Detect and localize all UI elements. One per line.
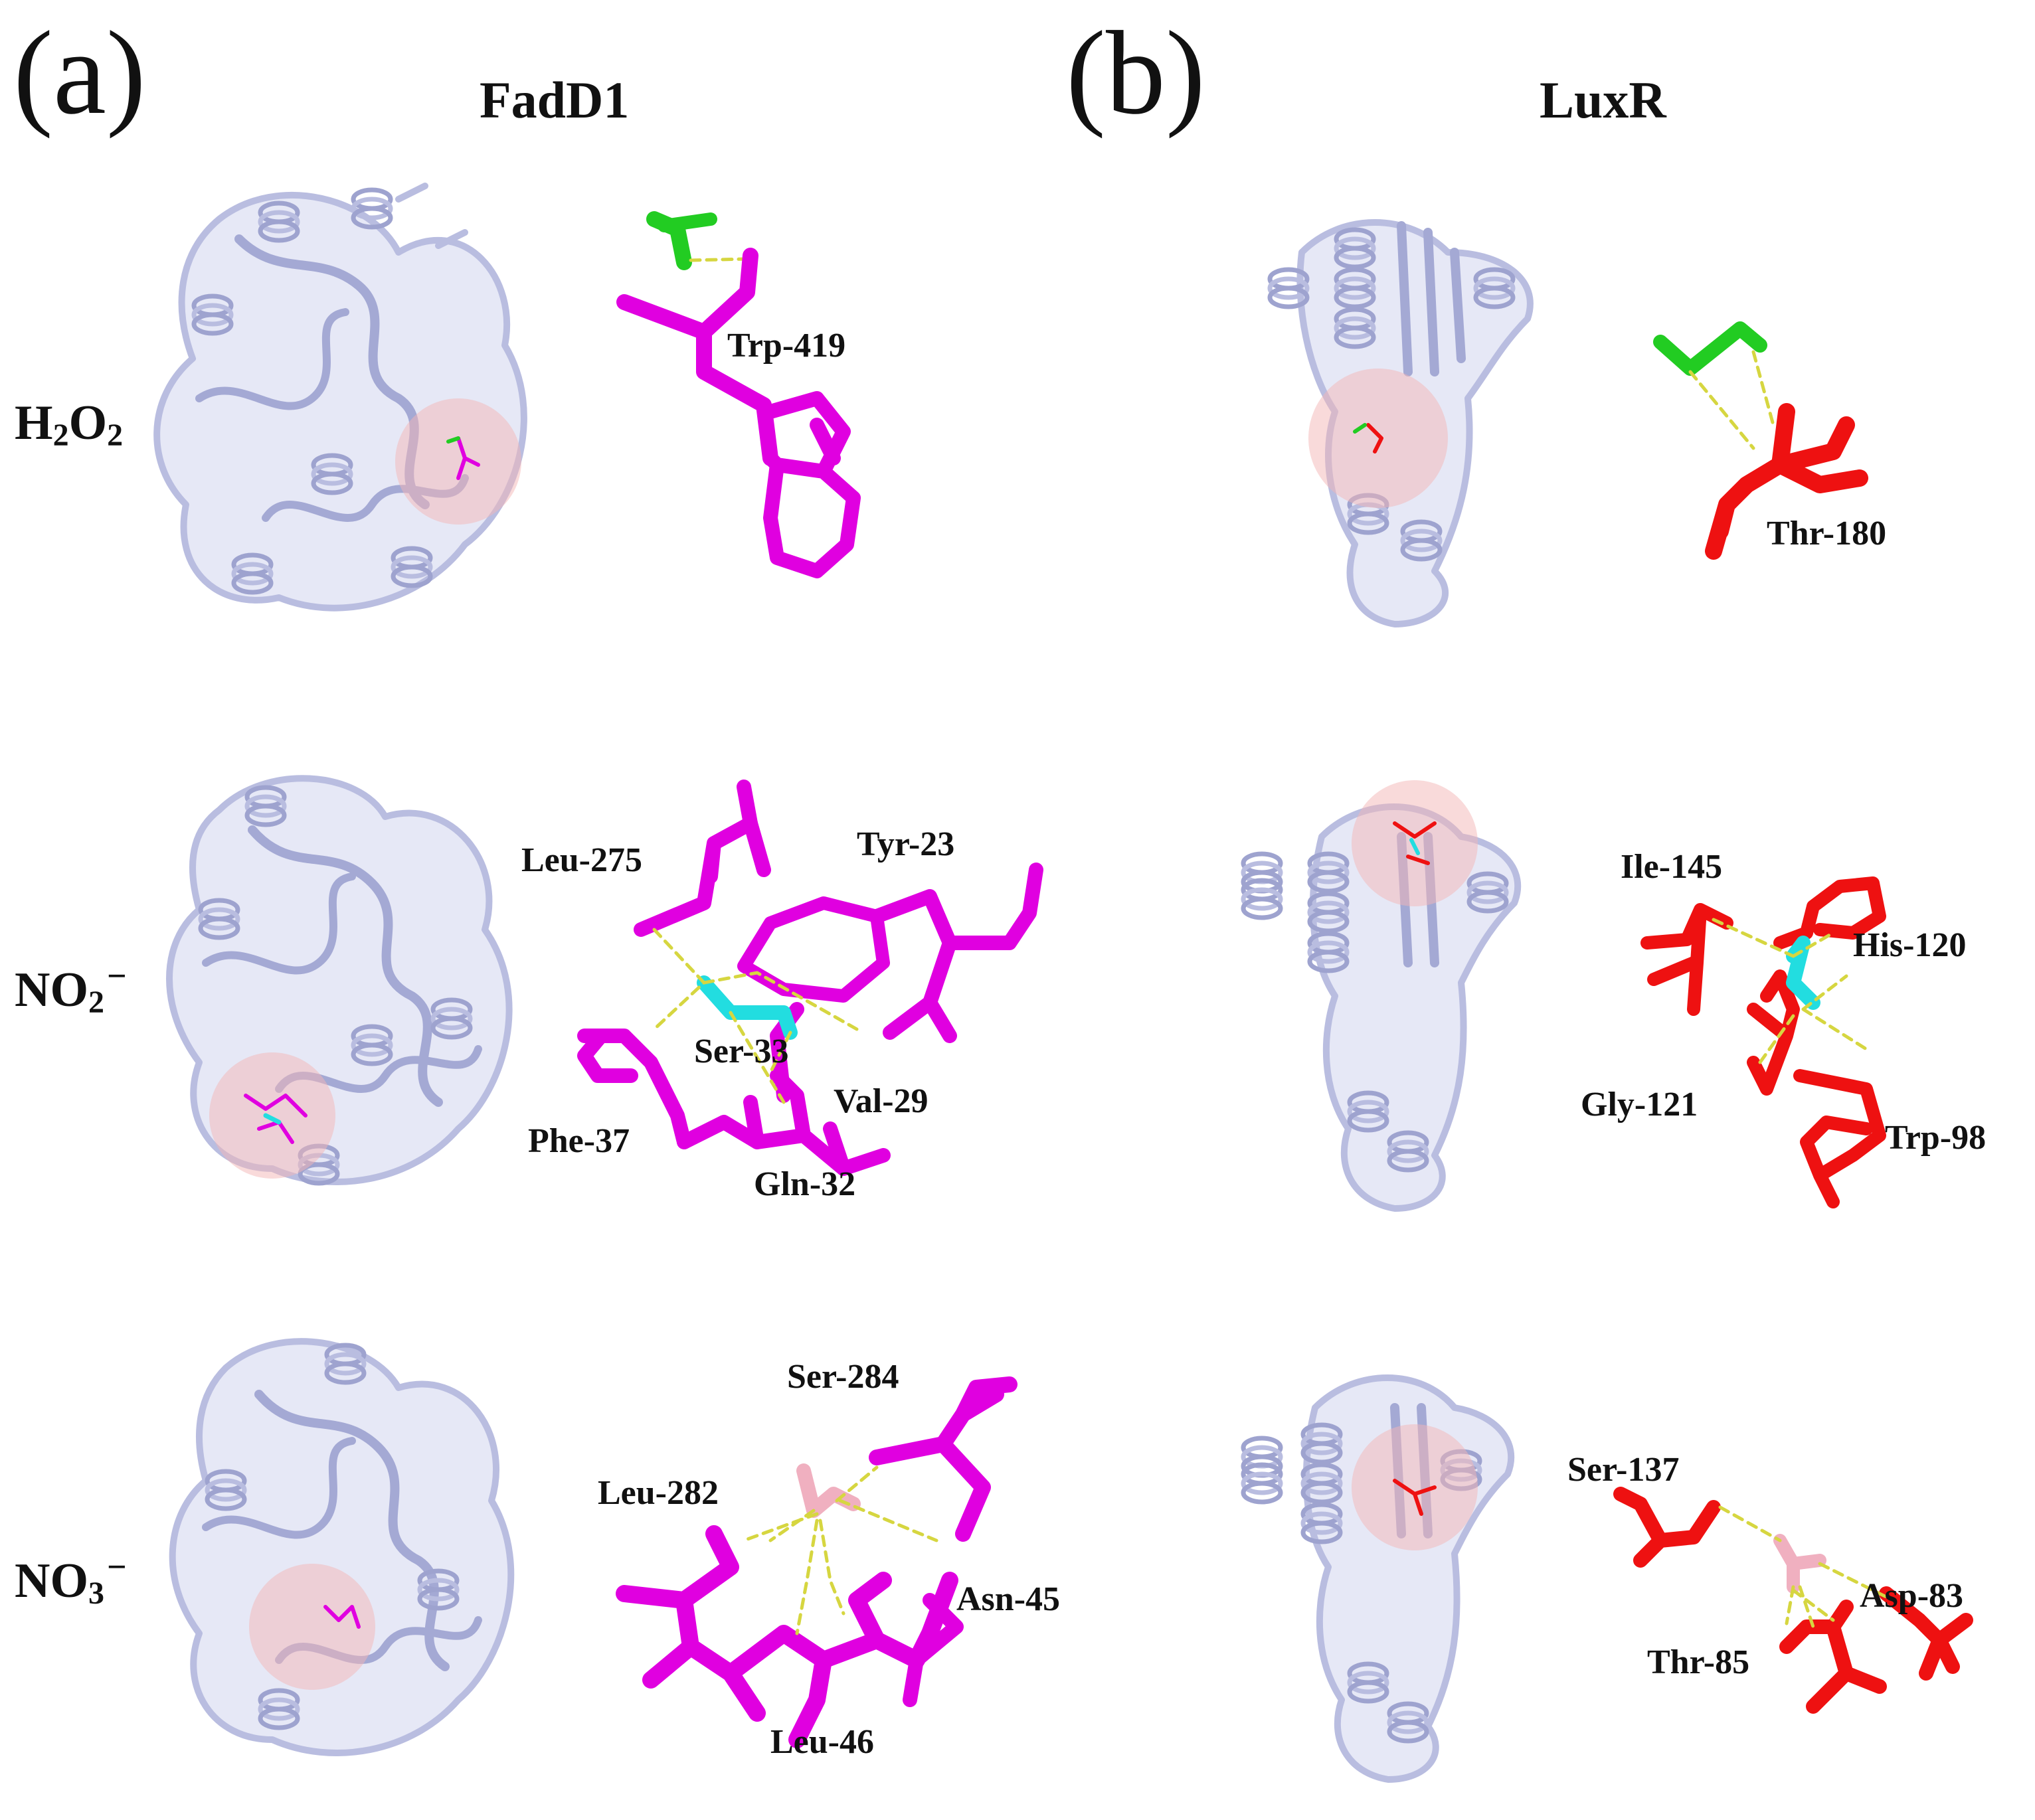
- luxr-no2-res-1: His-120: [1853, 926, 1966, 964]
- row-label-h2o2-sub2: 2: [107, 418, 124, 453]
- luxr-no2-res-3: Trp-98: [1885, 1119, 1986, 1157]
- row-label-no3-charge: −: [107, 1548, 127, 1586]
- luxr-title: LuxR: [1540, 71, 1666, 129]
- row-label-no2-base: NO: [15, 963, 88, 1017]
- fadd1-no3-res-0: Ser-284: [787, 1358, 899, 1396]
- row-label-h2o2-mid: O: [68, 396, 108, 450]
- luxr-no3-res-2: Thr-85: [1647, 1643, 1749, 1681]
- fadd1-title: FadD1: [480, 71, 630, 129]
- fadd1-no3-res-1: Leu-282: [598, 1474, 719, 1512]
- fadd1-h2o2-protein: [153, 183, 527, 612]
- fadd1-no2-res-0: Leu-275: [521, 841, 642, 879]
- fadd1-no2-protein: [166, 775, 513, 1183]
- row-label-h2o2-base: H: [15, 396, 53, 450]
- row-label-no3: NO3−: [15, 1550, 127, 1610]
- fadd1-no2-res-3: Val-29: [834, 1082, 929, 1120]
- row-label-no2: NO2−: [15, 959, 127, 1019]
- luxr-h2o2-protein: [1270, 219, 1534, 627]
- luxr-no3-detail: Ser-137 Asp-83 Thr-85: [1567, 1451, 1973, 1714]
- row-label-no2-sub: 2: [88, 985, 104, 1020]
- row-label-h2o2: H2O2: [15, 398, 123, 452]
- luxr-no3-res-0: Ser-137: [1567, 1451, 1679, 1489]
- row-label-no2-charge: −: [107, 957, 127, 995]
- row-label-no3-base: NO: [15, 1554, 88, 1608]
- luxr-h2o2-res-0: Thr-180: [1767, 515, 1886, 552]
- fadd1-no2-res-1: Tyr-23: [857, 825, 954, 863]
- fadd1-no2-detail: Leu-275 Tyr-23 Ser-33 Val-29 Phe-37 Gln-…: [521, 780, 1043, 1203]
- fadd1-no3-detail: Ser-284 Leu-282 Asn-45 Leu-46: [598, 1358, 1060, 1761]
- luxr-no2-res-2: Gly-121: [1581, 1086, 1698, 1123]
- row-label-no3-sub: 3: [88, 1576, 104, 1611]
- luxr-no2-detail: Ile-145 His-120 Gly-121 Trp-98: [1581, 848, 1986, 1208]
- luxr-h2o2-detail: Thr-180: [1653, 321, 1886, 560]
- fadd1-h2o2-detail: Trp-419: [616, 211, 861, 578]
- panel-a-label: (a): [13, 7, 146, 139]
- fadd1-no3-res-2: Asn-45: [956, 1580, 1060, 1618]
- fadd1-h2o2-res-0: Trp-419: [727, 327, 845, 365]
- fadd1-no3-protein: [169, 1338, 515, 1756]
- row-label-h2o2-sub1: 2: [52, 418, 69, 453]
- fadd1-no2-res-2: Ser-33: [694, 1033, 788, 1070]
- fadd1-no2-res-4: Phe-37: [528, 1122, 630, 1160]
- fadd1-no3-res-3: Leu-46: [770, 1723, 874, 1761]
- luxr-no3-res-1: Asp-83: [1860, 1577, 1963, 1615]
- luxr-no2-protein: [1243, 780, 1522, 1212]
- panel-b-label: (b): [1066, 7, 1205, 139]
- fadd1-no2-res-5: Gln-32: [754, 1165, 855, 1203]
- luxr-no3-protein: [1243, 1374, 1515, 1783]
- luxr-no2-res-0: Ile-145: [1621, 848, 1722, 886]
